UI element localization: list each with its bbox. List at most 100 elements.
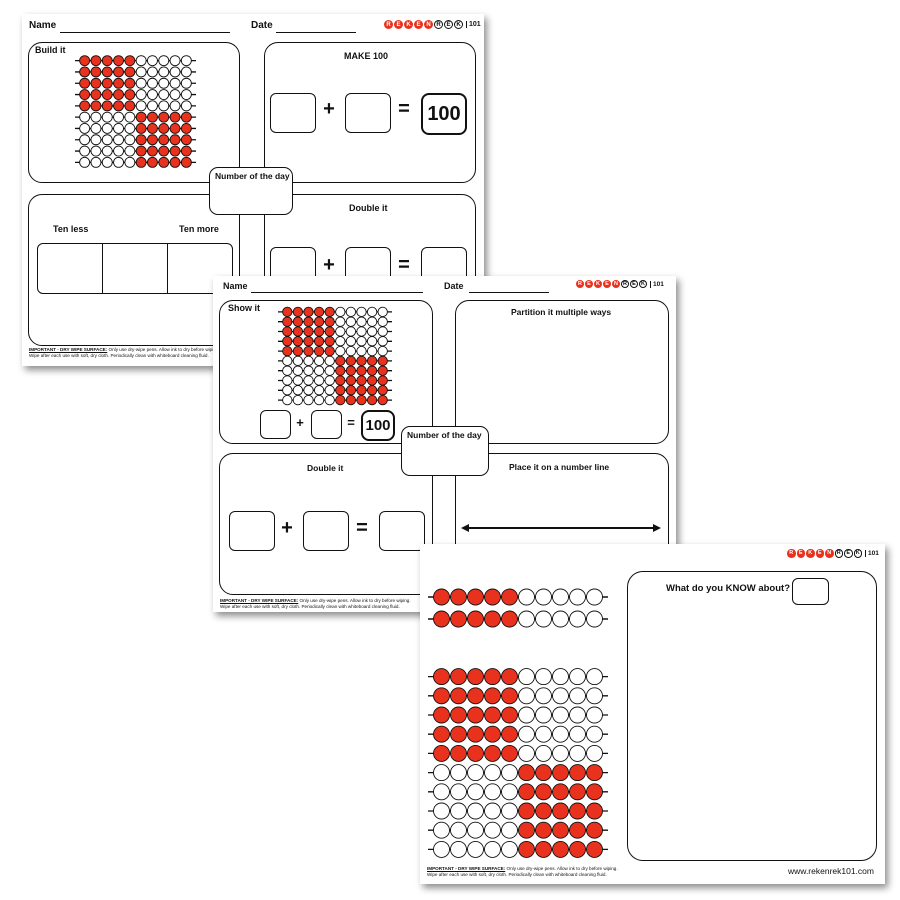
red-bead[interactable] bbox=[124, 100, 136, 112]
red-bead[interactable] bbox=[169, 122, 181, 134]
red-bead[interactable] bbox=[467, 744, 484, 762]
white-bead[interactable] bbox=[180, 55, 192, 67]
red-bead[interactable] bbox=[552, 783, 569, 801]
red-bead[interactable] bbox=[335, 394, 346, 406]
red-bead[interactable] bbox=[124, 77, 136, 89]
red-bead[interactable] bbox=[169, 111, 181, 123]
white-bead[interactable] bbox=[518, 610, 535, 628]
red-bead[interactable] bbox=[292, 326, 304, 337]
white-bead[interactable] bbox=[467, 764, 484, 782]
white-bead[interactable] bbox=[535, 588, 552, 606]
white-bead[interactable] bbox=[101, 111, 113, 123]
white-bead[interactable] bbox=[113, 145, 124, 157]
white-bead[interactable] bbox=[292, 355, 304, 367]
red-bead[interactable] bbox=[518, 764, 535, 782]
white-bead[interactable] bbox=[324, 375, 335, 386]
red-bead[interactable] bbox=[180, 145, 192, 157]
white-bead[interactable] bbox=[518, 744, 535, 762]
website-url[interactable]: www.rekenrek101.com bbox=[788, 866, 874, 876]
red-bead[interactable] bbox=[324, 326, 335, 337]
red-bead[interactable] bbox=[292, 316, 304, 327]
white-bead[interactable] bbox=[356, 326, 367, 337]
red-bead[interactable] bbox=[586, 783, 603, 801]
white-bead[interactable] bbox=[484, 783, 501, 801]
white-bead[interactable] bbox=[135, 77, 147, 89]
white-bead[interactable] bbox=[586, 744, 603, 762]
red-bead[interactable] bbox=[101, 77, 113, 89]
white-bead[interactable] bbox=[345, 316, 357, 327]
white-bead[interactable] bbox=[366, 336, 378, 347]
white-bead[interactable] bbox=[552, 687, 569, 705]
white-bead[interactable] bbox=[113, 134, 124, 146]
red-bead[interactable] bbox=[450, 725, 467, 743]
red-bead[interactable] bbox=[535, 802, 552, 820]
white-bead[interactable] bbox=[135, 55, 147, 67]
red-bead[interactable] bbox=[146, 122, 158, 134]
white-bead[interactable] bbox=[450, 821, 467, 839]
addend-box-1[interactable] bbox=[260, 410, 291, 439]
red-bead[interactable] bbox=[450, 687, 467, 705]
white-bead[interactable] bbox=[518, 725, 535, 743]
red-bead[interactable] bbox=[324, 345, 335, 357]
white-bead[interactable] bbox=[501, 783, 518, 801]
red-bead[interactable] bbox=[169, 156, 181, 168]
white-bead[interactable] bbox=[282, 385, 293, 396]
white-bead[interactable] bbox=[158, 55, 170, 67]
red-bead[interactable] bbox=[146, 134, 158, 146]
red-bead[interactable] bbox=[501, 668, 518, 686]
red-bead[interactable] bbox=[586, 764, 603, 782]
red-bead[interactable] bbox=[335, 375, 346, 386]
red-bead[interactable] bbox=[467, 725, 484, 743]
red-bead[interactable] bbox=[345, 365, 357, 376]
white-bead[interactable] bbox=[90, 156, 102, 168]
red-bead[interactable] bbox=[569, 802, 586, 820]
red-bead[interactable] bbox=[501, 744, 518, 762]
red-bead[interactable] bbox=[282, 326, 293, 337]
red-bead[interactable] bbox=[433, 725, 450, 743]
white-bead[interactable] bbox=[124, 145, 136, 157]
red-bead[interactable] bbox=[366, 375, 378, 386]
red-bead[interactable] bbox=[79, 89, 91, 100]
red-bead[interactable] bbox=[113, 77, 124, 89]
red-bead[interactable] bbox=[313, 306, 325, 318]
red-bead[interactable] bbox=[158, 145, 170, 157]
red-bead[interactable] bbox=[146, 156, 158, 168]
red-bead[interactable] bbox=[124, 89, 136, 100]
red-bead[interactable] bbox=[303, 336, 314, 347]
red-bead[interactable] bbox=[586, 802, 603, 820]
white-bead[interactable] bbox=[79, 145, 91, 157]
white-bead[interactable] bbox=[90, 134, 102, 146]
red-bead[interactable] bbox=[450, 706, 467, 724]
red-bead[interactable] bbox=[90, 89, 102, 100]
white-bead[interactable] bbox=[535, 668, 552, 686]
red-bead[interactable] bbox=[501, 706, 518, 724]
red-bead[interactable] bbox=[450, 588, 467, 606]
white-bead[interactable] bbox=[586, 687, 603, 705]
white-bead[interactable] bbox=[313, 365, 325, 376]
white-bead[interactable] bbox=[433, 783, 450, 801]
red-bead[interactable] bbox=[158, 111, 170, 123]
white-bead[interactable] bbox=[335, 336, 346, 347]
white-bead[interactable] bbox=[518, 706, 535, 724]
white-bead[interactable] bbox=[356, 336, 367, 347]
red-bead[interactable] bbox=[169, 145, 181, 157]
white-bead[interactable] bbox=[169, 55, 181, 67]
red-bead[interactable] bbox=[356, 355, 367, 367]
white-bead[interactable] bbox=[292, 385, 304, 396]
white-bead[interactable] bbox=[90, 145, 102, 157]
white-bead[interactable] bbox=[518, 668, 535, 686]
red-bead[interactable] bbox=[535, 764, 552, 782]
red-bead[interactable] bbox=[282, 336, 293, 347]
red-bead[interactable] bbox=[433, 744, 450, 762]
white-bead[interactable] bbox=[146, 100, 158, 112]
red-bead[interactable] bbox=[101, 100, 113, 112]
white-bead[interactable] bbox=[586, 610, 603, 628]
red-bead[interactable] bbox=[484, 610, 501, 628]
red-bead[interactable] bbox=[324, 336, 335, 347]
red-bead[interactable] bbox=[501, 588, 518, 606]
red-bead[interactable] bbox=[535, 783, 552, 801]
red-bead[interactable] bbox=[569, 840, 586, 858]
white-bead[interactable] bbox=[535, 744, 552, 762]
white-bead[interactable] bbox=[377, 345, 388, 357]
white-bead[interactable] bbox=[313, 375, 325, 386]
